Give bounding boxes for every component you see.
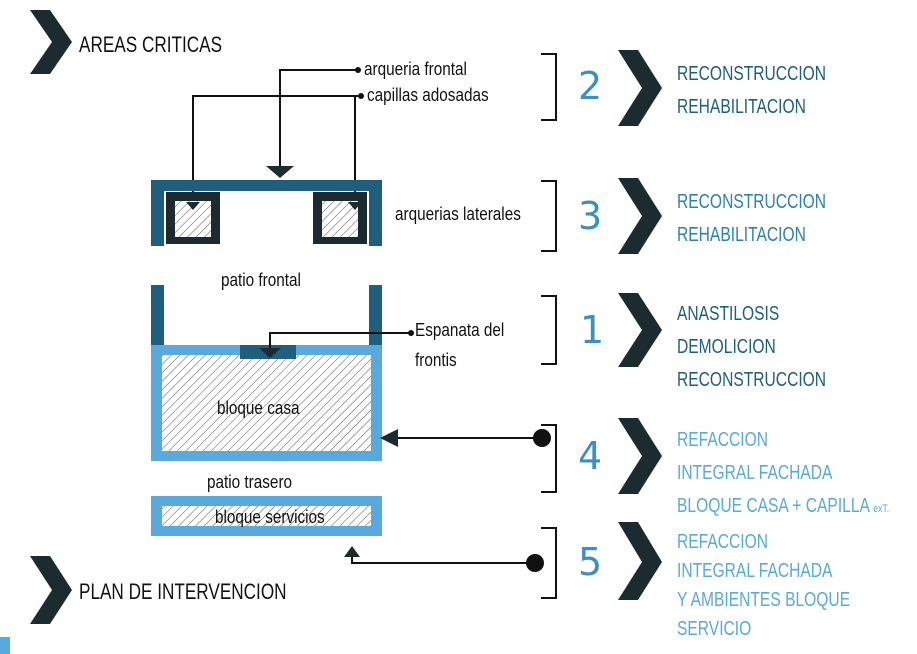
leader-5-line <box>351 556 535 564</box>
bloque-casa-hatch <box>162 355 371 451</box>
action-line: REHABILITACION <box>677 224 806 246</box>
capillas-adosadas-label: capillas adosadas <box>367 85 489 105</box>
action-line: SERVICIO <box>677 618 752 640</box>
chevron-2-icon <box>618 50 662 126</box>
intervention-actions-3: RECONSTRUCCION REHABILITACION <box>677 186 826 252</box>
action-line: BLOQUE CASA + CAPILLA <box>677 495 870 517</box>
arqueria-frontal-label: arqueria frontal <box>364 59 467 79</box>
action-line: INTEGRAL FACHADA <box>677 560 833 582</box>
capillas-bullet <box>358 93 364 99</box>
plan-intervencion-title: PLAN DE INTERVENCION <box>79 579 287 604</box>
top-leader-lines <box>192 69 358 210</box>
espanata-arrow-icon <box>259 348 281 358</box>
intervention-number-5: 5 <box>578 540 603 584</box>
arquerias-laterales-label: arquerias laterales <box>395 204 521 224</box>
action-line-with-suffix: BLOQUE CASA + CAPILLA exT. <box>677 490 889 526</box>
left-chapel-arrow-icon <box>186 202 200 210</box>
action-line: INTEGRAL FACHADA <box>677 462 833 484</box>
action-line: RECONSTRUCCION <box>677 63 827 85</box>
action-line: REFACCION <box>677 531 769 553</box>
action-line: REHABILITACION <box>677 96 806 118</box>
plan-chevron-icon <box>30 556 72 624</box>
leader-5-arrow-icon <box>344 546 360 557</box>
areas-criticas-title: AREAS CRITICAS <box>79 32 223 57</box>
patio-frontal-label: patio frontal <box>221 270 301 290</box>
right-chapel-arrow-icon <box>348 202 362 210</box>
intervention-actions-2: RECONSTRUCCION REHABILITACION <box>677 58 826 124</box>
bloque-servicios-label: bloque servicios <box>215 507 325 527</box>
bloque-servicios-hatch <box>162 506 371 526</box>
action-suffix: exT. <box>873 503 890 515</box>
areas-chevron-icon <box>30 10 72 74</box>
action-line: Y AMBIENTES BLOQUE <box>677 589 851 611</box>
espanata-bullet <box>408 330 414 336</box>
frontal-arrow-icon <box>266 166 294 178</box>
left-arcade-wall <box>151 180 164 246</box>
intervention-chevrons <box>618 50 662 600</box>
leader-4-dot <box>533 429 551 447</box>
intervention-actions-5: REFACCION INTEGRAL FACHADA Y AMBIENTES B… <box>677 528 850 644</box>
chevron-3-icon <box>618 178 662 254</box>
leader-4-arrow-icon <box>380 429 398 447</box>
right-chapel-hatch <box>322 201 358 237</box>
intervention-number-3: 3 <box>578 194 603 238</box>
espanata-label-1: Espanata del <box>415 320 505 340</box>
action-line: REFACCION <box>677 429 769 451</box>
patio-left-wall <box>151 285 164 351</box>
action-line: RECONSTRUCCION <box>677 369 827 391</box>
patio-right-wall <box>369 285 382 351</box>
right-arcade-wall <box>369 180 382 246</box>
intervention-actions-4: REFACCION INTEGRAL FACHADA BLOQUE CASA +… <box>677 424 889 526</box>
brackets <box>541 53 557 599</box>
patio-trasero-label: patio trasero <box>207 472 293 492</box>
action-line: DEMOLICION <box>677 336 776 358</box>
chevron-4-icon <box>618 418 662 494</box>
intervention-number-4: 4 <box>578 434 603 478</box>
chevron-5-icon <box>618 522 662 600</box>
front-arcade-wall <box>151 180 381 191</box>
action-line: ANASTILOSIS <box>677 303 780 325</box>
espanata-label-2: frontis <box>415 350 457 370</box>
leader-5-dot <box>526 554 544 572</box>
intervention-actions-1: ANASTILOSIS DEMOLICION RECONSTRUCCION <box>677 298 826 397</box>
arqueria-bullet <box>355 67 361 73</box>
intervention-number-1: 1 <box>580 308 605 352</box>
corner-marker <box>0 637 10 654</box>
intervention-number-2: 2 <box>578 64 603 108</box>
bloque-casa-label: bloque casa <box>217 398 300 418</box>
action-line: RECONSTRUCCION <box>677 191 827 213</box>
espanata-leader <box>269 332 411 348</box>
chevron-1-icon <box>618 293 662 367</box>
